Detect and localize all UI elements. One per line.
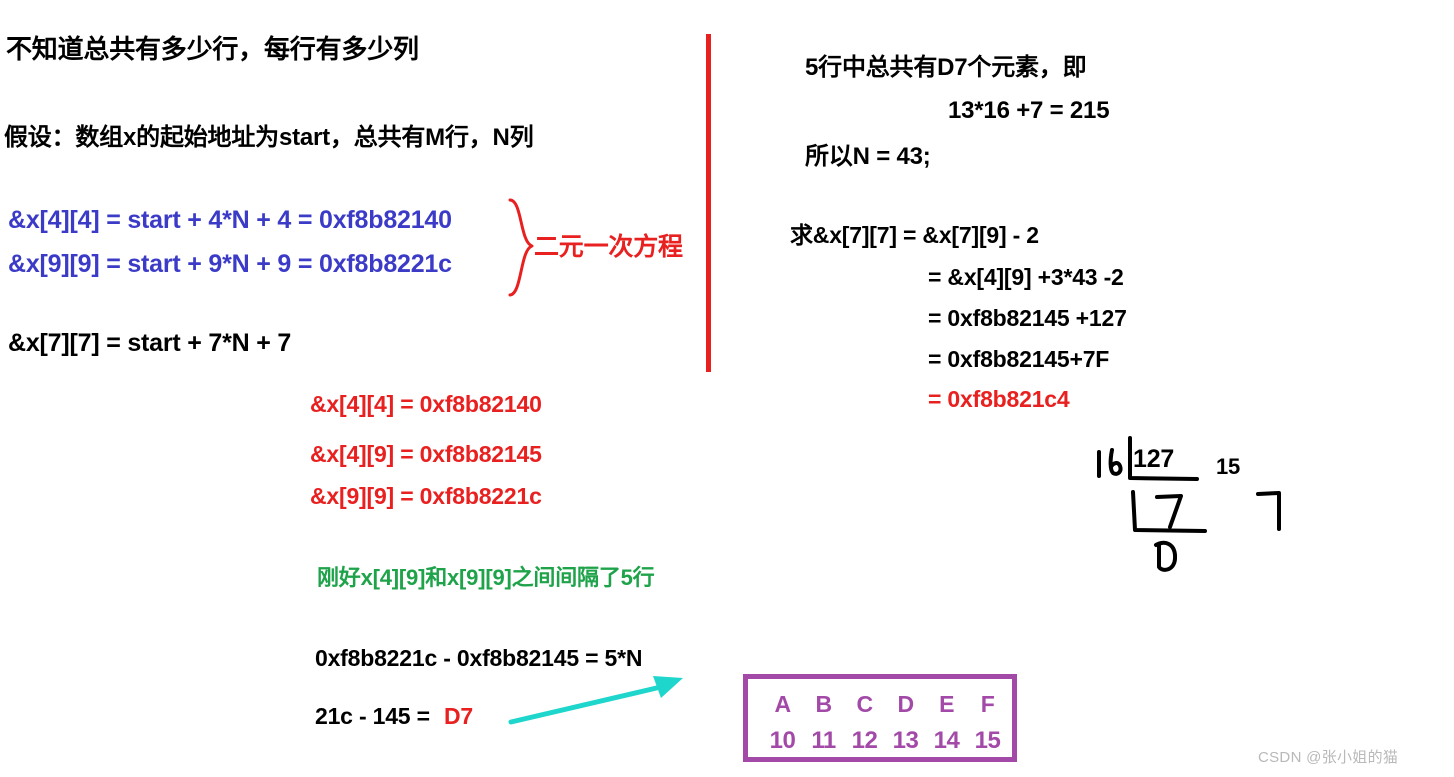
derivation-line-4: = 0xf8b82145+7F <box>928 346 1110 372</box>
cyan-arrow-icon <box>508 676 683 725</box>
right-line-multiplication: 13*16 +7 = 215 <box>948 97 1110 124</box>
derivation-line-1: 求&x[7][7] = &x[7][9] - 2 <box>790 222 1039 248</box>
left-heading-assumption: 假设：数组x的起始地址为start，总共有M行，N列 <box>4 124 534 151</box>
red-address-x44: &x[4][4] = 0xf8b82140 <box>310 391 542 417</box>
left-heading-unknown-dimensions: 不知道总共有多少行，每行有多少列 <box>6 34 419 64</box>
hex-letter-cell: D <box>897 691 914 717</box>
hex-value-cell: 14 <box>933 727 960 754</box>
brace-label-linear-system: 二元一次方程 <box>534 233 683 261</box>
result-line-prefix: 21c - 145 = <box>315 703 437 729</box>
hex-value-cell: 15 <box>974 727 1001 754</box>
red-curly-brace <box>508 198 534 297</box>
equation-x44: &x[4][4] = start + 4*N + 4 = 0xf8b82140 <box>8 206 452 234</box>
hex-value-cell: 13 <box>892 727 919 754</box>
handwriting-dividend: 127 <box>1133 445 1175 473</box>
handwritten-division-sketch <box>1097 436 1281 572</box>
handwriting-product: 15 <box>1216 454 1241 479</box>
hex-letter-cell: B <box>815 691 832 717</box>
right-line-element-count: 5行中总共有D7个元素，即 <box>805 54 1087 81</box>
result-line-value: D7 <box>444 703 474 729</box>
derivation-line-5-result: = 0xf8b821c4 <box>928 386 1070 412</box>
hex-value-cell: 10 <box>769 727 796 754</box>
hex-letter-cell: F <box>980 691 995 717</box>
hex-values-row: 10 11 12 13 14 15 <box>762 727 1008 755</box>
hex-letters-row: A B C D E F <box>762 691 1008 718</box>
vertical-red-divider <box>706 34 711 372</box>
hex-value-cell: 12 <box>851 727 878 754</box>
red-address-x49: &x[4][9] = 0xf8b82145 <box>310 441 542 467</box>
csdn-watermark: CSDN @张小姐的猫 <box>1258 749 1399 766</box>
hex-letter-cell: E <box>939 691 954 717</box>
subtraction-line: 0xf8b8221c - 0xf8b82145 = 5*N <box>315 645 643 671</box>
equation-x99: &x[9][9] = start + 9*N + 9 = 0xf8b8221c <box>8 250 452 278</box>
result-line: 21c - 145 = D7 <box>315 705 473 728</box>
derivation-line-3: = 0xf8b82145 +127 <box>928 305 1127 331</box>
derivation-line-2: = &x[4][9] +3*43 -2 <box>928 264 1124 290</box>
hex-letter-cell: A <box>774 691 791 717</box>
equation-x77: &x[7][7] = start + 7*N + 7 <box>8 329 292 357</box>
hex-letter-cell: C <box>856 691 873 717</box>
hex-value-cell: 11 <box>811 727 836 754</box>
right-line-n-value: 所以N = 43; <box>805 143 931 170</box>
hex-digit-reference-box: A B C D E F 10 11 12 13 14 15 <box>743 674 1017 762</box>
red-address-x99: &x[9][9] = 0xf8b8221c <box>310 483 542 509</box>
green-note-row-gap: 刚好x[4][9]和x[9][9]之间间隔了5行 <box>317 565 655 590</box>
